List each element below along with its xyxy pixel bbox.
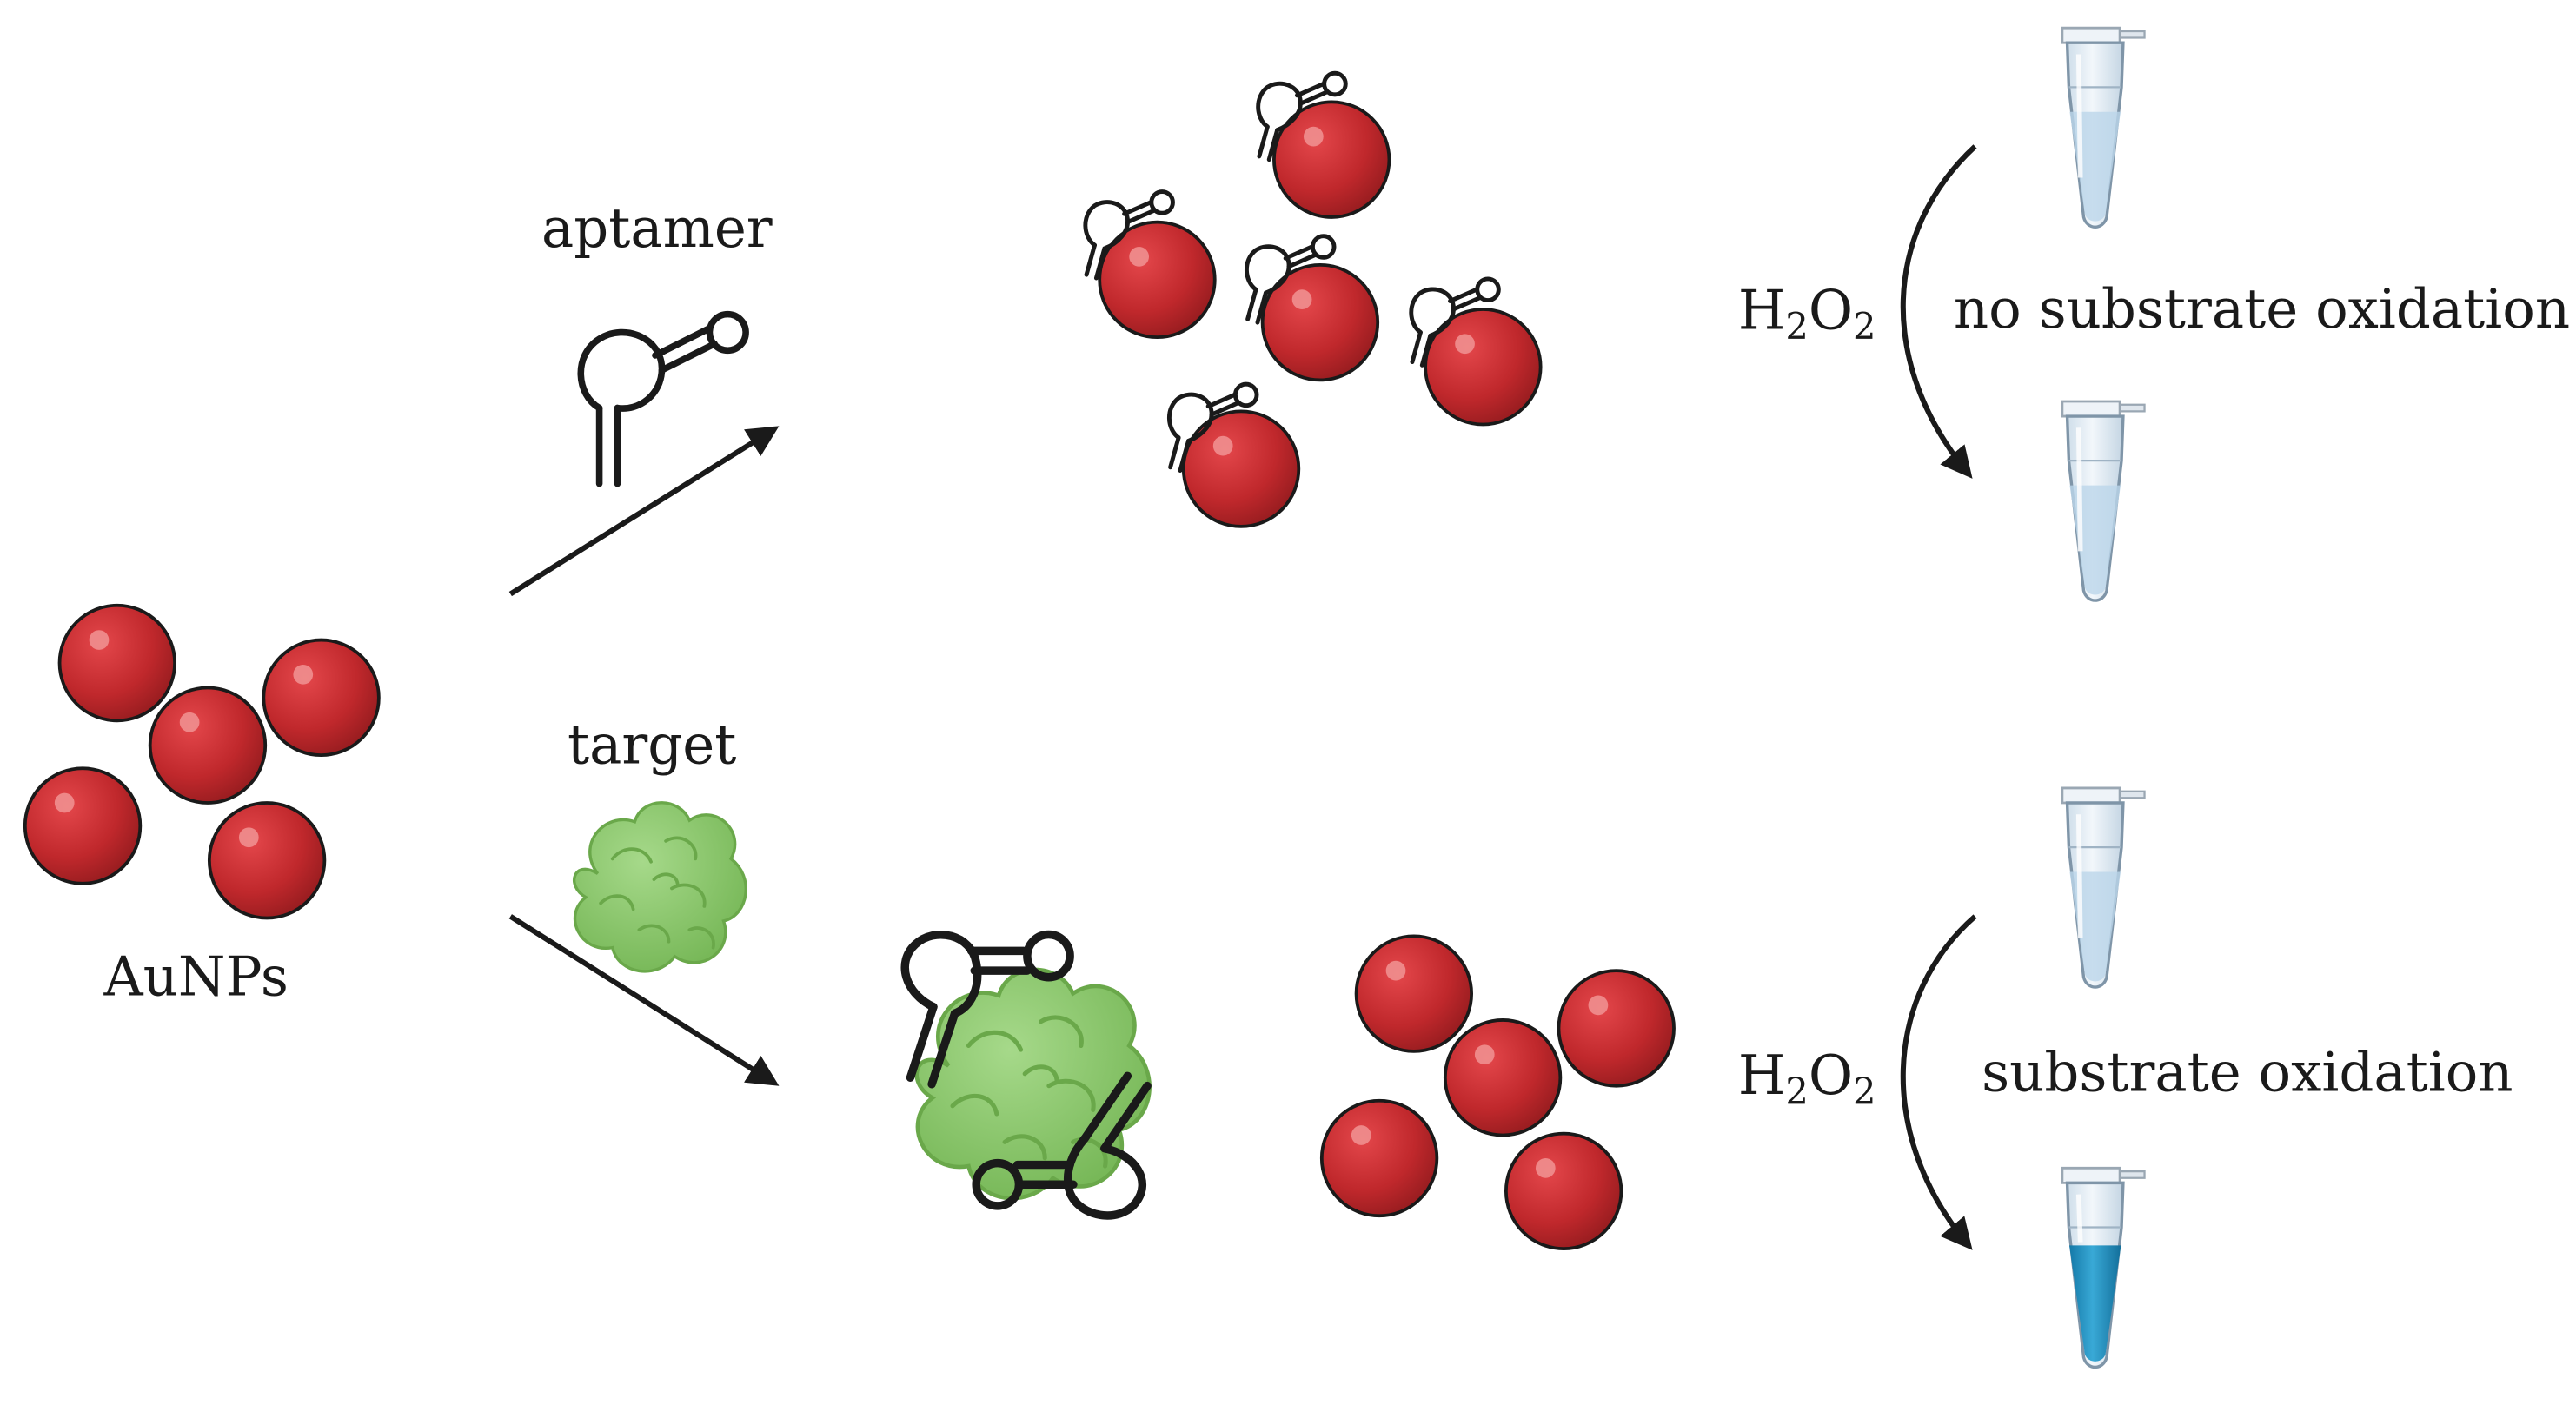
aptamer-label: aptamer (541, 196, 773, 260)
aptamer-coated-particle (1246, 236, 1380, 382)
aptamer-coated-aunps (1086, 73, 1543, 528)
target-aptamer-complex (900, 930, 1152, 1220)
gold-nanoparticle-icon (1504, 1131, 1623, 1251)
microcentrifuge-tube-icon (2062, 401, 2145, 600)
arrow-icon (508, 426, 780, 597)
aptamer-hairpin-icon (900, 930, 1074, 1089)
no-oxidation-label: no substrate oxidation (1954, 277, 2570, 341)
oxidation-label: substrate oxidation (1982, 1040, 2513, 1103)
gold-nanoparticle-icon (1181, 409, 1301, 528)
aptamer-coated-particle (1411, 279, 1543, 427)
gold-nanoparticle-icon (23, 766, 143, 885)
h2o2-label-upper: H2O2 (1738, 279, 1876, 348)
curved-arrow-icon (1900, 144, 1977, 479)
arrow-icon (508, 914, 780, 1086)
aptamer-coated-particle (1258, 73, 1391, 219)
aptamer-hairpin-icon (581, 315, 746, 484)
gold-nanoparticle-icon (1443, 1018, 1563, 1137)
h2o2-label-lower: H2O2 (1738, 1044, 1876, 1112)
microcentrifuge-tube-blue-icon (2062, 1168, 2145, 1367)
aptamer-coated-particle (1169, 384, 1301, 528)
target-label: target (568, 713, 736, 777)
protein-target-icon (572, 800, 748, 973)
aptamer-coated-particle (1086, 192, 1217, 340)
gold-nanoparticle-icon (262, 638, 381, 757)
aunps-label: AuNPs (103, 945, 288, 1009)
gold-nanoparticle-icon (57, 603, 176, 723)
aunp-cluster (23, 603, 381, 920)
microcentrifuge-tube-icon (2062, 788, 2145, 987)
free-aunp-cluster (1319, 934, 1676, 1251)
gold-nanoparticle-icon (1319, 1098, 1439, 1218)
microcentrifuge-tube-icon (2062, 28, 2145, 227)
aptamer-hairpin-icon (972, 1071, 1152, 1220)
gold-nanoparticle-icon (207, 801, 327, 920)
curved-arrow-icon (1900, 914, 1977, 1250)
gold-nanoparticle-icon (1557, 969, 1676, 1088)
gold-nanoparticle-icon (1354, 934, 1474, 1053)
gold-nanoparticle-icon (148, 686, 268, 805)
